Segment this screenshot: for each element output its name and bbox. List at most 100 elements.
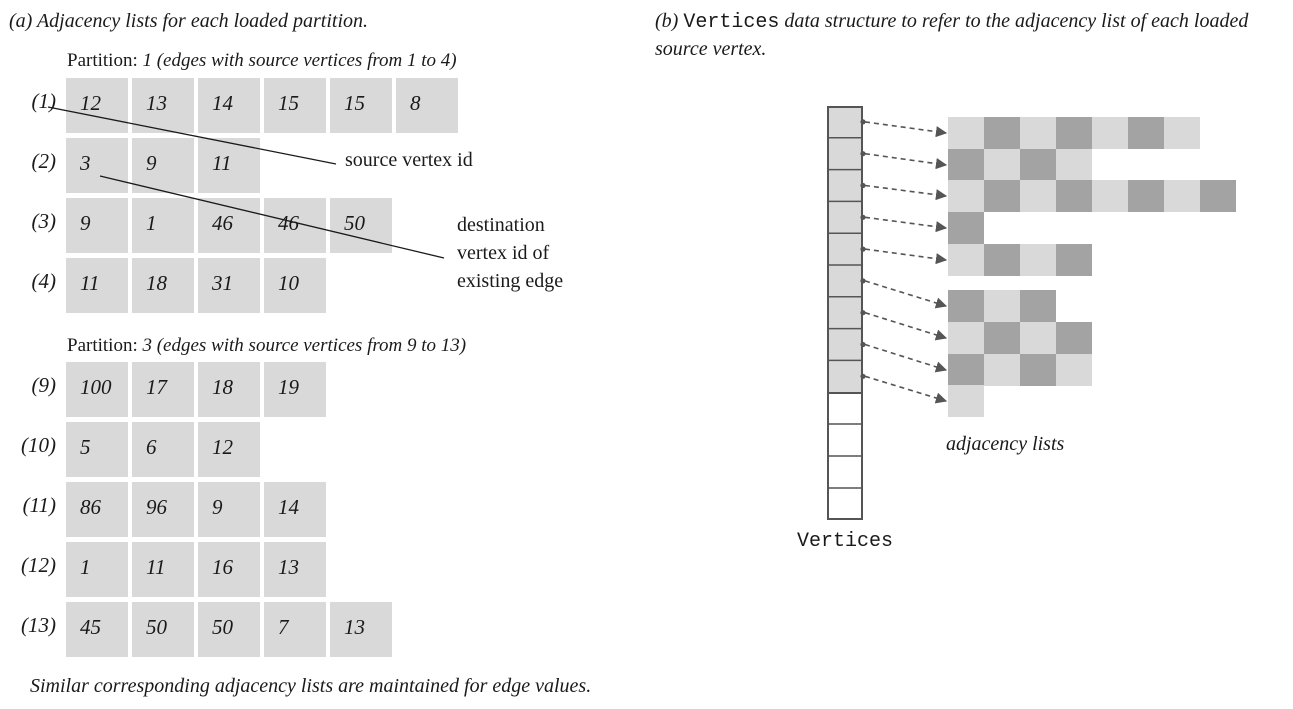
- partition-3-detail: (edges with source vertices from 9 to 13…: [151, 335, 467, 356]
- adjacency-lists-label: adjacency lists: [946, 433, 1065, 455]
- partition-3-prefix: Partition:: [67, 335, 143, 356]
- pointer-arrow: [864, 248, 948, 265]
- adjacency-cell: 31: [198, 258, 260, 313]
- adjacency-list-cell: [984, 244, 1020, 276]
- adjacency-list-cell: [948, 149, 984, 181]
- adjacency-cell: 13: [132, 78, 194, 133]
- footnote: Similar corresponding adjacency lists ar…: [30, 675, 592, 697]
- partition-1-detail: (edges with source vertices from 1 to 4): [151, 50, 457, 71]
- adjacency-list-cell: [1020, 322, 1056, 354]
- row-label: (3): [31, 209, 57, 233]
- partition-3-number: 3: [142, 335, 152, 356]
- pointer-arrow: [864, 121, 948, 138]
- adjacency-cell: 13: [264, 542, 326, 597]
- pointer-arrow: [864, 184, 948, 201]
- adjacency-cell: 12: [198, 422, 260, 477]
- adjacency-cell: 9: [132, 138, 194, 193]
- row-label: (12): [21, 553, 56, 577]
- adjacency-list-cell: [1020, 244, 1056, 276]
- adjacency-list-cell: [1164, 117, 1200, 149]
- pointer-dot: [860, 278, 866, 284]
- adjacency-cell: 5: [66, 422, 128, 477]
- adjacency-cell: 6: [132, 422, 194, 477]
- pointer-dot: [860, 373, 866, 379]
- adjacency-cell: 14: [198, 78, 260, 133]
- vertices-label: Vertices: [797, 530, 894, 553]
- pointer-arrow: [864, 152, 948, 170]
- panel-b-caption-prefix: (b): [655, 10, 684, 32]
- adjacency-list-cell: [1056, 117, 1092, 149]
- adjacency-cell: 16: [198, 542, 260, 597]
- row-label: (1): [31, 89, 57, 113]
- adjacency-cell: 18: [132, 258, 194, 313]
- adjacency-list-cell: [948, 244, 984, 276]
- pointer-arrow: [864, 343, 948, 373]
- row-label: (11): [22, 493, 56, 517]
- adjacency-list-cell: [1020, 149, 1056, 181]
- adjacency-cell: 18: [198, 362, 260, 417]
- pointer-dot: [860, 214, 866, 220]
- adjacency-list-cell: [948, 290, 984, 322]
- adjacency-cell: 17: [132, 362, 194, 417]
- destination-annotation-line1: destination: [457, 214, 545, 236]
- adjacency-list-cell: [1128, 180, 1164, 212]
- adjacency-list-cell: [1056, 322, 1092, 354]
- adjacency-list-cell: [1128, 117, 1164, 149]
- adjacency-cell: 11: [132, 542, 194, 597]
- panel-b-caption-line2: source vertex.: [655, 38, 767, 60]
- adjacency-cell: 100: [66, 362, 128, 417]
- row-label: (13): [21, 613, 56, 637]
- pointer-arrow: [864, 216, 948, 233]
- adjacency-cell: 11: [66, 258, 128, 313]
- row-label: (2): [31, 149, 57, 173]
- adjacency-list-cell: [948, 322, 984, 354]
- pointer-dot: [860, 119, 866, 125]
- partition-1-number: 1: [142, 50, 152, 71]
- source-vertex-annotation: source vertex id: [345, 149, 473, 171]
- pointer-dot: [860, 246, 866, 252]
- adjacency-list-cell: [1020, 180, 1056, 212]
- row-label: (9): [31, 373, 57, 397]
- adjacency-cell: 50: [330, 198, 392, 253]
- adjacency-list-cell: [1056, 244, 1092, 276]
- adjacency-cell: 1: [66, 542, 128, 597]
- adjacency-list-cell: [948, 212, 984, 244]
- adjacency-list-cell: [984, 290, 1020, 322]
- panel-b-caption-rest: data structure to refer to the adjacency…: [779, 10, 1249, 32]
- adjacency-list-cell: [1200, 180, 1236, 212]
- adjacency-list-cell: [948, 354, 984, 386]
- panel-a-caption: (a) Adjacency lists for each loaded part…: [9, 10, 369, 32]
- adjacency-cell: 9: [198, 482, 260, 537]
- adjacency-list-cell: [984, 180, 1020, 212]
- adjacency-list-cell: [984, 149, 1020, 181]
- adjacency-cell: 13: [330, 602, 392, 657]
- partition-1-label: Partition: 1 (edges with source vertices…: [67, 50, 457, 72]
- adjacency-list-cell: [984, 322, 1020, 354]
- adjacency-cell: 1: [132, 198, 194, 253]
- adjacency-cell: 10: [264, 258, 326, 313]
- pointer-dot: [860, 182, 866, 189]
- adjacency-list-cell: [1020, 117, 1056, 149]
- adjacency-cell: 7: [264, 602, 326, 657]
- adjacency-cell: 15: [330, 78, 392, 133]
- adjacency-cell: 9: [66, 198, 128, 253]
- adjacency-list-cell: [984, 117, 1020, 149]
- adjacency-list-cell: [1164, 180, 1200, 212]
- adjacency-list-cell: [1020, 354, 1056, 386]
- destination-annotation-line3: existing edge: [457, 270, 564, 292]
- adjacency-list-cell: [984, 354, 1020, 386]
- adjacency-list-cell: [1056, 180, 1092, 212]
- pointer-dot: [860, 310, 866, 316]
- adjacency-cell: 45: [66, 602, 128, 657]
- adjacency-list-cell: [1092, 117, 1128, 149]
- adjacency-cell: 46: [264, 198, 326, 253]
- vertices-code-text: Vertices: [683, 11, 780, 34]
- pointer-arrow: [864, 280, 948, 309]
- pointer-dot: [860, 341, 866, 348]
- adjacency-list-cell: [948, 180, 984, 212]
- adjacency-cell: 86: [66, 482, 128, 537]
- row-label: (4): [31, 269, 57, 293]
- adjacency-cell: 50: [132, 602, 194, 657]
- pointer-dot: [860, 151, 866, 157]
